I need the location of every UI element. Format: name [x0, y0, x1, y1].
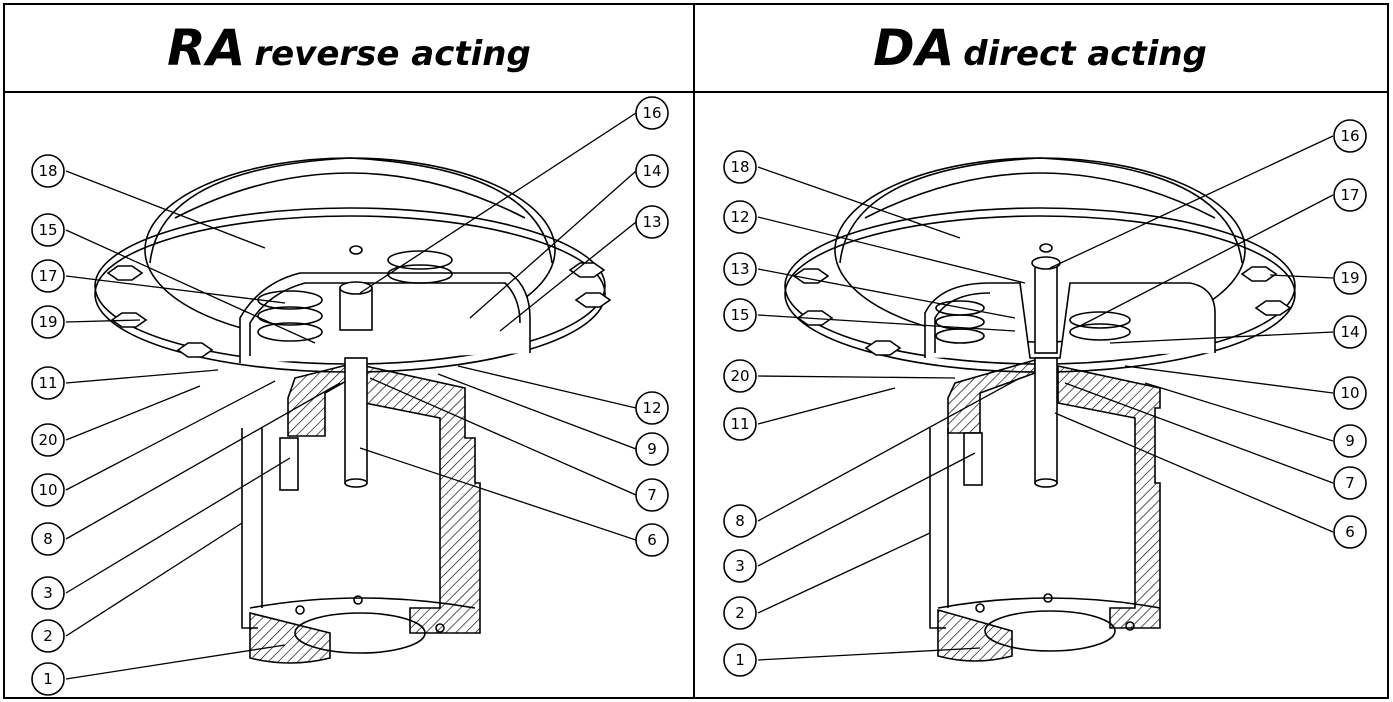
callout-number: 16 [642, 104, 661, 122]
callout-da-6: 6 [1333, 515, 1367, 549]
callout-da-15: 15 [723, 298, 757, 332]
callout-da-19: 19 [1333, 261, 1367, 295]
callout-ra-11: 11 [31, 366, 65, 400]
callout-ra-17: 17 [31, 259, 65, 293]
callout-number: 1 [735, 651, 745, 669]
actuator-drawing-ra: 16 18 14 15 13 17 19 11 12 20 9 10 7 8 6… [31, 96, 669, 696]
actuator-body-da [784, 157, 1296, 662]
callout-number: 7 [647, 486, 657, 504]
leader-lines-ra [65, 112, 637, 680]
callout-da-16: 16 [1333, 119, 1367, 153]
callout-ra-14: 14 [635, 154, 669, 188]
callout-da-13: 13 [723, 252, 757, 286]
callout-number: 9 [1345, 432, 1355, 450]
callout-number: 19 [1340, 269, 1359, 287]
callout-da-14: 14 [1333, 315, 1367, 349]
callout-da-1: 1 [723, 643, 757, 677]
callout-da-11: 11 [723, 407, 757, 441]
callout-number: 18 [38, 162, 57, 180]
panel-subtitle: direct acting [963, 34, 1207, 74]
panel-subtitle: reverse acting [254, 34, 531, 74]
callout-number: 12 [642, 399, 661, 417]
callout-ra-15: 15 [31, 213, 65, 247]
callout-da-8: 8 [723, 504, 757, 538]
callout-da-20: 20 [723, 359, 757, 393]
callout-ra-13: 13 [635, 205, 669, 239]
panel-divider [693, 5, 695, 697]
callout-number: 2 [43, 627, 53, 645]
callout-ra-8: 8 [31, 522, 65, 556]
panel-abbr: RA [167, 19, 247, 77]
callout-number: 13 [730, 260, 749, 278]
actuator-drawing-da: 16 18 17 12 13 19 15 14 20 10 11 9 7 8 6… [723, 119, 1367, 677]
callout-ra-18: 18 [31, 154, 65, 188]
callout-ra-7: 7 [635, 478, 669, 512]
callout-number: 10 [38, 481, 57, 499]
callout-ra-9: 9 [635, 432, 669, 466]
callout-number: 15 [730, 306, 749, 324]
callout-number: 11 [730, 415, 749, 433]
callout-number: 17 [38, 267, 57, 285]
callout-ra-6: 6 [635, 523, 669, 557]
callout-da-9: 9 [1333, 424, 1367, 458]
callout-ra-1: 1 [31, 662, 65, 696]
callout-ra-19: 19 [31, 305, 65, 339]
callout-da-12: 12 [723, 200, 757, 234]
callout-number: 13 [642, 213, 661, 231]
callout-number: 2 [735, 604, 745, 622]
callout-number: 8 [735, 512, 745, 530]
panel-abbr: DA [873, 19, 956, 77]
callout-number: 12 [730, 208, 749, 226]
callout-number: 3 [43, 584, 53, 602]
callout-da-10: 10 [1333, 376, 1367, 410]
callout-number: 9 [647, 440, 657, 458]
actuator-body-ra [94, 157, 612, 664]
callout-ra-16: 16 [635, 96, 669, 130]
callout-number: 16 [1340, 127, 1359, 145]
callout-da-3: 3 [723, 549, 757, 583]
callout-da-2: 2 [723, 596, 757, 630]
callout-number: 18 [730, 158, 749, 176]
callout-number: 8 [43, 530, 53, 548]
callout-number: 3 [735, 557, 745, 575]
callout-number: 14 [642, 162, 661, 180]
callout-da-18: 18 [723, 150, 757, 184]
callout-ra-20: 20 [31, 423, 65, 457]
callout-ra-12: 12 [635, 391, 669, 425]
callout-number: 1 [43, 670, 53, 688]
callout-da-7: 7 [1333, 466, 1367, 500]
callout-ra-2: 2 [31, 619, 65, 653]
callout-number: 14 [1340, 323, 1359, 341]
callout-number: 7 [1345, 474, 1355, 492]
callout-number: 6 [647, 531, 657, 549]
callout-ra-10: 10 [31, 473, 65, 507]
callout-number: 20 [730, 367, 749, 385]
callout-number: 17 [1340, 186, 1359, 204]
callout-da-17: 17 [1333, 178, 1367, 212]
callout-number: 15 [38, 221, 57, 239]
leader-lines-da [757, 135, 1334, 661]
callout-number: 10 [1340, 384, 1359, 402]
callout-number: 19 [38, 313, 57, 331]
callout-ra-3: 3 [31, 576, 65, 610]
callout-number: 6 [1345, 523, 1355, 541]
callout-number: 11 [38, 374, 57, 392]
callout-number: 20 [38, 431, 57, 449]
